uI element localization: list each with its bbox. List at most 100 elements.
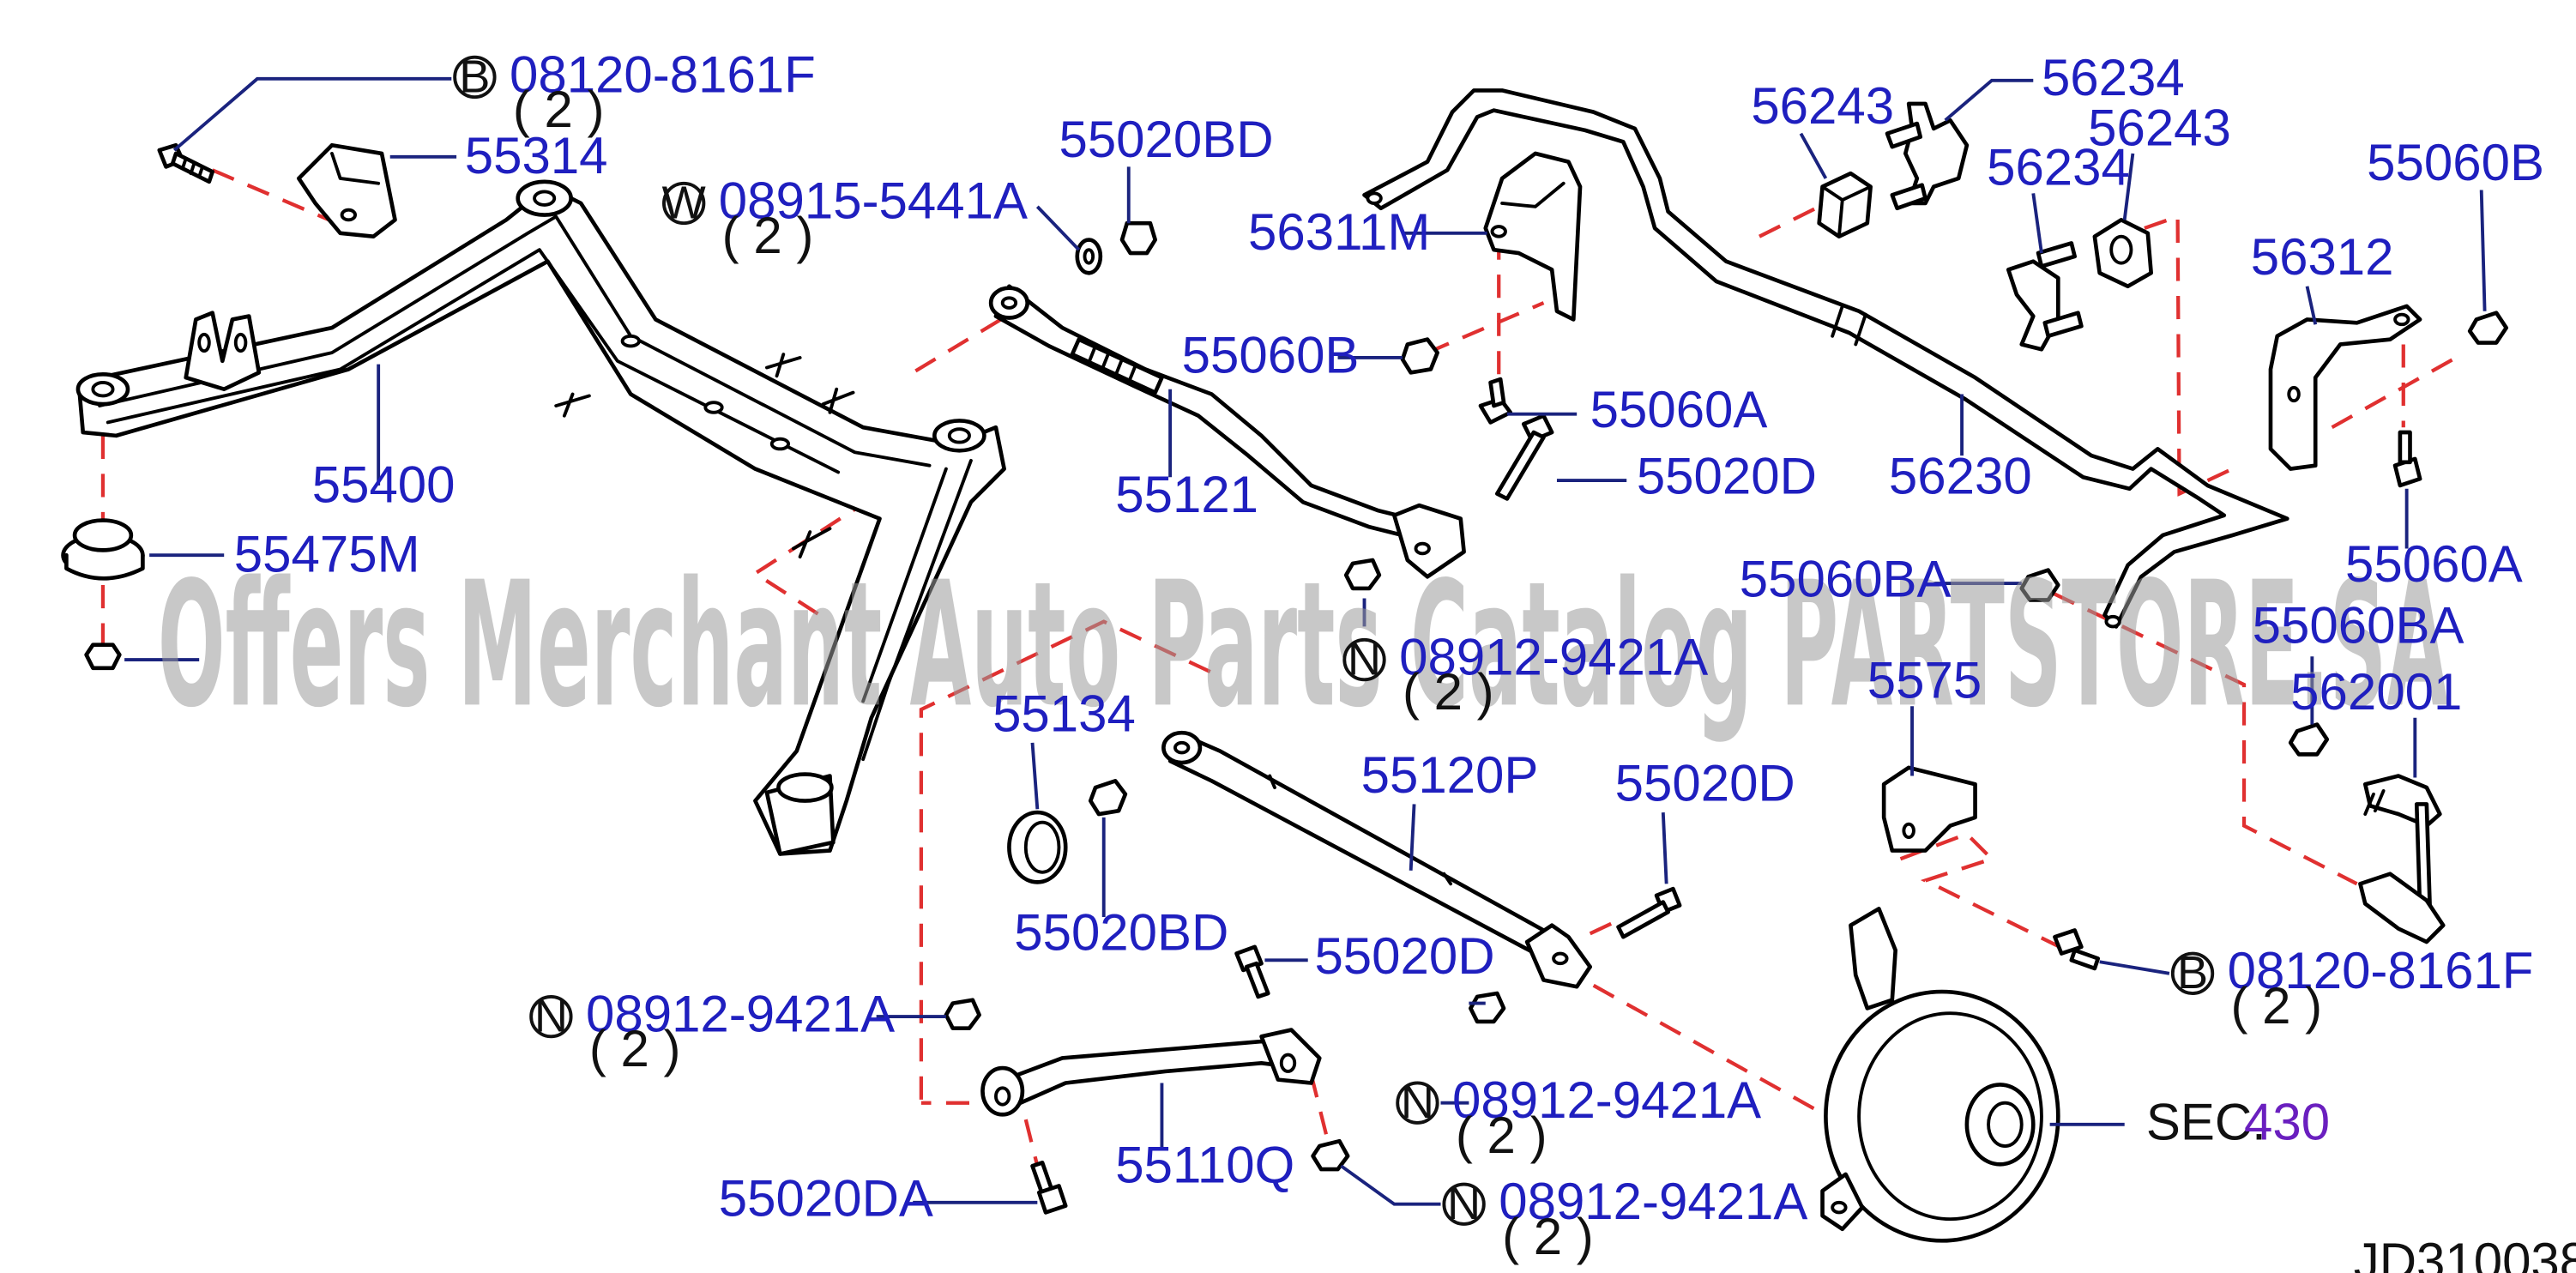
- callout-letter: B: [2177, 947, 2208, 998]
- leader-lines: [124, 76, 2487, 1206]
- bolt-55020DA: [1030, 1161, 1068, 1215]
- stabilizer-link: [2358, 774, 2446, 944]
- nut-55020BD-low: [1088, 779, 1128, 817]
- callout-letter: B: [459, 51, 490, 102]
- subframe-55400: [75, 179, 1006, 856]
- nut-08912-9421A-center: [1469, 991, 1506, 1024]
- callout-n-bottom: N 08912-9421A ( 2 ): [1442, 1173, 1807, 1265]
- nut-55060BA-b: [2288, 722, 2330, 757]
- label-55060A-mid[interactable]: 55060A: [1590, 381, 1768, 438]
- clamp-56234-b: [2006, 241, 2084, 352]
- bracket-56311M: [1483, 151, 1583, 322]
- bushing-55134: [1007, 810, 1068, 884]
- callout-circle: [529, 994, 573, 1039]
- assembly-dashed-lines: [100, 168, 2466, 1167]
- callout-circle: [1396, 1081, 1439, 1125]
- callout-part-number[interactable]: 08120-8161F: [510, 45, 816, 103]
- mount-55475M: [61, 518, 145, 581]
- nut-55060B-right: [2467, 311, 2509, 345]
- callout-letter: N: [534, 991, 568, 1042]
- label-56230[interactable]: 56230: [1889, 448, 2032, 505]
- label-55020D-low[interactable]: 55020D: [1314, 927, 1494, 985]
- label-55110Q[interactable]: 55110Q: [1115, 1137, 1294, 1194]
- label-55120P[interactable]: 55120P: [1361, 746, 1539, 804]
- callout-n-mid: N 08912-9421A ( 2 ): [1342, 629, 1708, 721]
- callout-b-top: B 08120-8161F ( 2 ): [453, 45, 816, 138]
- callout-n-left: N 08912-9421A ( 2 ): [529, 986, 895, 1077]
- label-55134[interactable]: 55134: [992, 685, 1136, 742]
- callout-quantity: ( 2 ): [589, 1020, 681, 1077]
- label-55020D-mid[interactable]: 55020D: [1637, 448, 1817, 505]
- nut-08912-9421A-left: [944, 998, 981, 1030]
- watermark: Offers Merchant Auto Parts Catalog PARTS…: [158, 545, 2448, 745]
- bolt-08120-8161F-bottom: [2053, 928, 2101, 971]
- bolt-55060A-right: [2392, 430, 2422, 488]
- callout-part-number[interactable]: 08912-9421A: [1452, 1071, 1761, 1129]
- callout-circle: [1442, 1182, 1486, 1226]
- bolt-55020D-right: [1616, 886, 1682, 939]
- nut-55020BD-top: [1119, 220, 1158, 256]
- label-55314[interactable]: 55314: [465, 127, 608, 184]
- callout-part-number[interactable]: 08120-8161F: [2228, 942, 2534, 999]
- bushing-56243-a: [1817, 171, 1873, 239]
- label-56311M[interactable]: 56311M: [1248, 203, 1430, 261]
- label-56234-b[interactable]: 56234: [1987, 139, 2130, 196]
- label-55400[interactable]: 55400: [312, 456, 455, 513]
- label-55060BA-b[interactable]: 55060BA: [2253, 597, 2464, 655]
- callout-letter: W: [662, 177, 706, 228]
- bracket-5575: [1881, 765, 1977, 853]
- label-56312[interactable]: 56312: [2251, 228, 2394, 286]
- nut-55060BP: [84, 643, 122, 671]
- callout-quantity: ( 2 ): [722, 207, 814, 264]
- callout-part-number[interactable]: 08912-9421A: [1399, 629, 1708, 686]
- knuckle-assembly: [1820, 907, 2060, 1243]
- section-reference-link[interactable]: 430: [2244, 1093, 2330, 1150]
- bracket-55314: [296, 142, 397, 239]
- label-5575-partial[interactable]: 5575: [1867, 652, 1982, 709]
- callout-part-number[interactable]: 08915-5441A: [719, 172, 1028, 229]
- bolt-55060A-mid: [1478, 377, 1513, 425]
- label-55060B-right[interactable]: 55060B: [2367, 134, 2544, 191]
- washer-08915-5441A: [1075, 238, 1103, 275]
- callout-circle: [1342, 637, 1386, 682]
- label-55020DA[interactable]: 55020DA: [719, 1169, 933, 1227]
- stabilizer-bar-56230: [1362, 88, 2289, 629]
- label-562001-partial[interactable]: 562001: [2290, 663, 2462, 721]
- label-55060BA-a[interactable]: 55060BA: [1740, 551, 1952, 608]
- nut-55060B-mid: [1400, 337, 1439, 375]
- section-label: SEC.: [2146, 1093, 2266, 1150]
- bolt-55020D-mid: [1494, 413, 1554, 501]
- upper-link-55121: [988, 284, 1466, 579]
- lower-link-55110Q: [980, 1028, 1322, 1117]
- nut-55060BA-a: [2019, 568, 2060, 602]
- label-55475M[interactable]: 55475M: [234, 526, 420, 583]
- label-55060A-right[interactable]: 55060A: [2345, 535, 2523, 593]
- label-55020D-right[interactable]: 55020D: [1615, 755, 1795, 812]
- callout-b-bottom: B 08120-8161F ( 2 ): [2170, 942, 2534, 1035]
- callout-quantity: ( 2 ): [2231, 977, 2323, 1035]
- label-55121[interactable]: 55121: [1115, 466, 1258, 523]
- callout-part-number[interactable]: 08912-9421A: [586, 986, 895, 1043]
- label-55020BD-top[interactable]: 55020BD: [1059, 111, 1273, 168]
- callout-quantity: ( 2 ): [1456, 1107, 1547, 1164]
- callout-quantity: ( 2 ): [513, 81, 605, 138]
- bolt-08120-8161F-top: [157, 142, 214, 184]
- clamp-56234-a: [1885, 101, 1970, 211]
- label-55020BD-low[interactable]: 55020BD: [1014, 904, 1228, 962]
- lower-link-55120P: [1161, 730, 1592, 989]
- label-56243-a[interactable]: 56243: [1751, 77, 1894, 135]
- nut-08912-9421A-bottom: [1311, 1138, 1350, 1172]
- bracket-56312: [2268, 304, 2422, 471]
- label-56243-b[interactable]: 56243: [2088, 99, 2231, 156]
- label-56234-a[interactable]: 56234: [2042, 49, 2185, 106]
- callout-quantity: ( 2 ): [1502, 1208, 1594, 1265]
- callout-circle: [2170, 951, 2215, 995]
- callout-part-number[interactable]: 08912-9421A: [1499, 1173, 1807, 1230]
- callout-circle: [662, 181, 706, 226]
- label-55060B[interactable]: 55060B: [1182, 326, 1360, 383]
- bushing-56243-b: [2092, 218, 2153, 289]
- callout-letter: N: [1348, 634, 1381, 685]
- bolt-55020D-low: [1234, 944, 1270, 999]
- callout-w-top: W 08915-5441A ( 2 ): [662, 172, 1028, 264]
